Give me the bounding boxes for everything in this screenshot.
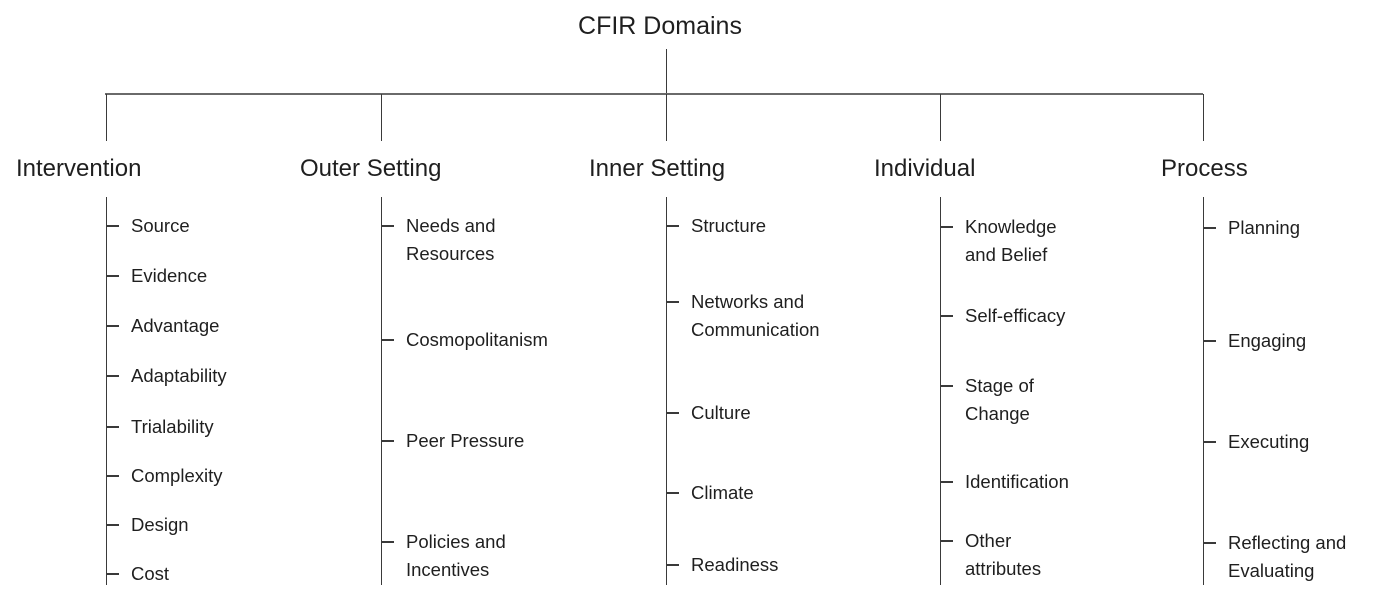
item-executing: Executing — [1228, 431, 1310, 452]
tick-mark — [666, 301, 679, 303]
item-cost: Cost — [131, 563, 170, 584]
tick-mark — [381, 339, 394, 341]
item-identification: Identification — [965, 471, 1069, 492]
item-complexity: Complexity — [131, 465, 223, 486]
branch-line-individual — [940, 197, 942, 585]
branch-line-intervention — [106, 197, 108, 585]
tick-mark — [381, 541, 394, 543]
tick-mark — [106, 573, 119, 575]
item-needs-and-resources: Needs and Resources — [406, 215, 496, 264]
item-adaptability: Adaptability — [131, 365, 227, 386]
domain-title-inner-setting: Inner Setting — [589, 155, 726, 182]
item-stage-of-change: Stage of Change — [965, 375, 1034, 424]
tick-mark — [940, 385, 953, 387]
item-policies-and-incentives: Policies and Incentives — [406, 531, 506, 580]
branch-stub-individual — [940, 94, 942, 141]
branch-stub-process — [1203, 94, 1205, 141]
tick-mark — [666, 412, 679, 414]
tick-mark — [106, 426, 119, 428]
tick-mark — [1203, 441, 1216, 443]
branch-stub-intervention — [106, 94, 108, 141]
tick-mark — [666, 564, 679, 566]
item-culture: Culture — [691, 402, 751, 423]
tick-mark — [1203, 542, 1216, 544]
item-climate: Climate — [691, 482, 754, 503]
tick-mark — [940, 315, 953, 317]
tick-mark — [106, 524, 119, 526]
item-cosmopolitanism: Cosmopolitanism — [406, 329, 548, 350]
branch-stub-outer-setting — [381, 94, 383, 141]
domain-title-intervention: Intervention — [16, 155, 142, 182]
tick-mark — [940, 540, 953, 542]
item-knowledge-and-belief: Knowledge and Belief — [965, 216, 1057, 265]
tick-mark — [666, 225, 679, 227]
tick-mark — [106, 225, 119, 227]
domain-title-individual: Individual — [874, 155, 976, 182]
item-source: Source — [131, 215, 190, 236]
item-peer-pressure: Peer Pressure — [406, 430, 525, 451]
tick-mark — [106, 275, 119, 277]
tick-mark — [381, 225, 394, 227]
item-other-attributes: Other attributes — [965, 530, 1042, 579]
tick-mark — [940, 226, 953, 228]
tick-mark — [666, 492, 679, 494]
item-evidence: Evidence — [131, 265, 208, 286]
item-planning: Planning — [1228, 217, 1301, 238]
item-networks-and-communication: Networks and Communication — [691, 291, 820, 340]
item-trialability: Trialability — [131, 416, 214, 437]
tick-mark — [106, 325, 119, 327]
tick-mark — [106, 375, 119, 377]
item-advantage: Advantage — [131, 315, 220, 336]
root-connector-line — [666, 49, 668, 93]
item-readiness: Readiness — [691, 554, 779, 575]
item-structure: Structure — [691, 215, 767, 236]
item-engaging: Engaging — [1228, 330, 1307, 351]
domain-title-outer-setting: Outer Setting — [300, 155, 442, 182]
branch-line-process — [1203, 197, 1205, 585]
tick-mark — [1203, 227, 1216, 229]
domain-title-process: Process — [1161, 155, 1248, 182]
tick-mark — [1203, 340, 1216, 342]
branch-line-outer-setting — [381, 197, 383, 585]
item-self-efficacy: Self-efficacy — [965, 305, 1066, 326]
item-reflecting-and-evaluating: Reflecting and Evaluating — [1228, 532, 1347, 581]
tick-mark — [106, 475, 119, 477]
horizontal-connector-line — [105, 93, 1203, 95]
tick-mark — [381, 440, 394, 442]
item-design: Design — [131, 514, 189, 535]
diagram-title: CFIR Domains — [578, 12, 742, 40]
branch-stub-inner-setting — [666, 94, 668, 141]
tick-mark — [940, 481, 953, 483]
branch-line-inner-setting — [666, 197, 668, 585]
